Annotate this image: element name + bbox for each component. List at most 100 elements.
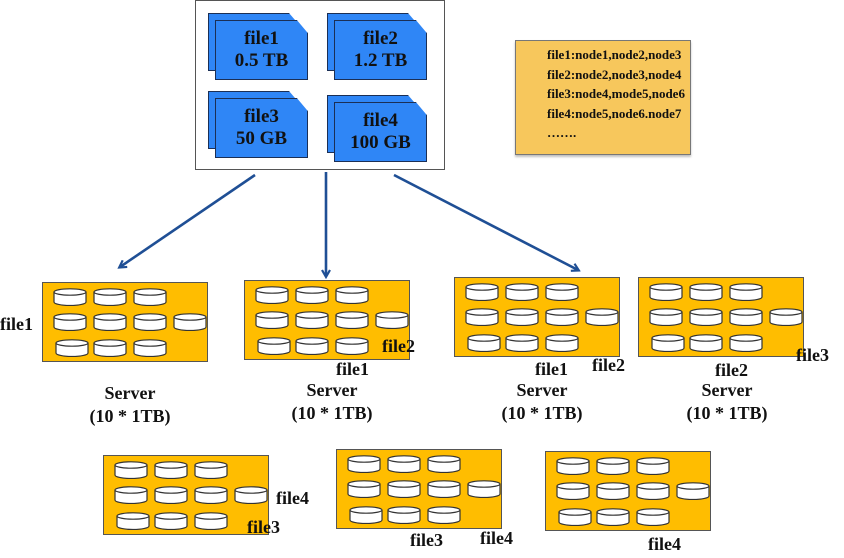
disk-icon: [347, 455, 381, 474]
caption-capacity: (10 * 1TB): [501, 403, 583, 423]
disk-icon: [467, 334, 501, 353]
server-6: [336, 449, 502, 529]
disk-icon: [255, 311, 289, 330]
disk-icon: [427, 506, 461, 525]
mapping-line: file4:node5,node6.node7: [547, 105, 682, 121]
caption-title: Server: [516, 380, 568, 400]
disk-icon: [387, 480, 421, 499]
disk-icon: [347, 480, 381, 499]
disk-icon: [505, 308, 539, 327]
disk-icon: [133, 313, 167, 332]
disk-icon: [114, 486, 148, 505]
disk-icon: [257, 337, 291, 356]
disk-icon: [636, 482, 670, 501]
disk-icon: [53, 288, 87, 307]
file-name: file4: [363, 110, 398, 131]
disk-icon: [349, 506, 383, 525]
caption-capacity: (10 * 1TB): [89, 406, 171, 426]
file-size: 0.5 TB: [234, 50, 289, 71]
disk-icon: [335, 311, 369, 330]
disk-icon: [194, 486, 228, 505]
disk-icon: [55, 339, 89, 358]
file-name: file2: [363, 28, 398, 49]
caption-title: Server: [306, 380, 358, 400]
disk-icon: [636, 457, 670, 476]
disk-icon: [387, 455, 421, 474]
server-1-file-label: file1: [0, 314, 33, 334]
disk-icon: [729, 283, 763, 302]
server-4-caption: Server (10 * 1TB): [667, 379, 787, 425]
disk-icon: [505, 283, 539, 302]
disk-icon: [649, 308, 683, 327]
disk-icon: [116, 512, 150, 531]
disk-icon: [133, 339, 167, 358]
server-2: [244, 280, 410, 360]
disk-icon: [465, 308, 499, 327]
disk-icon: [545, 283, 579, 302]
server-7: [545, 451, 711, 531]
disk-icon: [676, 482, 710, 501]
mapping-ellipsis: …….: [547, 125, 577, 140]
disk-icon: [596, 457, 630, 476]
disk-icon: [335, 286, 369, 305]
disk-icon: [154, 486, 188, 505]
server-5-file-label: file3: [247, 517, 280, 537]
disk-icon: [387, 506, 421, 525]
disk-icon: [93, 339, 127, 358]
disk-icon: [234, 486, 268, 505]
disk-icon: [596, 508, 630, 527]
disk-icon: [173, 313, 207, 332]
disk-icon: [114, 461, 148, 480]
disk-icon: [154, 512, 188, 531]
disk-icon: [651, 334, 685, 353]
disk-icon: [558, 508, 592, 527]
disk-icon: [467, 480, 501, 499]
mapping-line: file2:node2,node3,node4: [547, 66, 682, 82]
server-4-file-label: file2: [715, 360, 748, 380]
disk-icon: [295, 311, 329, 330]
disk-icon: [133, 288, 167, 307]
server-3-caption: Server (10 * 1TB): [482, 379, 602, 425]
disk-icon: [154, 461, 188, 480]
mapping-line: file3:node4,mode5,node6: [547, 86, 685, 101]
server-1: [42, 282, 208, 362]
arrow-to-server-3: [393, 173, 578, 270]
server-6-file-label: file3: [410, 530, 443, 550]
file-size: 50 GB: [235, 128, 288, 149]
server-4: [638, 277, 804, 357]
server-2-file-label: file2: [382, 336, 415, 356]
disk-icon: [375, 311, 409, 330]
server-3-file-label: file1: [535, 359, 568, 379]
disk-icon: [465, 283, 499, 302]
arrow-to-server-1: [120, 173, 256, 267]
disk-icon: [545, 308, 579, 327]
disk-icon: [729, 334, 763, 353]
disk-icon: [596, 482, 630, 501]
server-7-file-label: file4: [648, 534, 681, 554]
disk-icon: [427, 480, 461, 499]
disk-icon: [93, 313, 127, 332]
disk-icon: [53, 313, 87, 332]
file-size: 100 GB: [350, 132, 411, 153]
file-node-mapping: file1:node1,node2,node3 file2:node2,node…: [515, 40, 691, 155]
disk-icon: [295, 337, 329, 356]
server-3-file-label: file2: [592, 355, 625, 375]
disk-icon: [689, 283, 723, 302]
disk-icon: [556, 482, 590, 501]
disk-icon: [93, 288, 127, 307]
disk-icon: [769, 308, 803, 327]
disk-icon: [295, 286, 329, 305]
mapping-line: file1:node1,node2,node3: [547, 47, 682, 62]
file-size: 1.2 TB: [353, 50, 408, 71]
server-5-file-label: file4: [276, 488, 309, 508]
server-5: [103, 455, 269, 535]
server-4-file-label: file3: [796, 345, 829, 365]
disk-icon: [427, 455, 461, 474]
caption-title: Server: [701, 380, 753, 400]
